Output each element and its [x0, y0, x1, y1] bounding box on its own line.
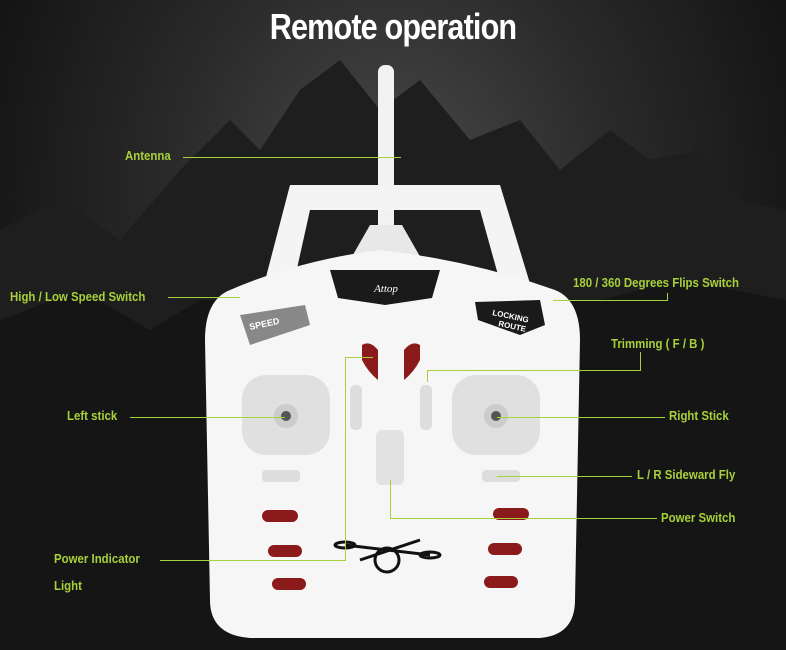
left-stick[interactable]	[242, 375, 330, 455]
power-switch-leader	[390, 480, 391, 518]
right-stick-label: Right Stick	[669, 408, 729, 423]
trimming-leader	[640, 352, 641, 370]
antenna-label: Antenna	[125, 148, 171, 163]
antenna-leader	[183, 157, 401, 158]
trimming-label: Trimming ( F / B )	[611, 336, 705, 351]
sideward-left	[262, 470, 300, 482]
speed-switch	[240, 305, 310, 345]
right-stick[interactable]	[452, 375, 540, 455]
indicator-lights	[262, 343, 529, 590]
right-stick-leader	[497, 417, 665, 418]
trim-right	[420, 385, 432, 430]
flips-leader	[553, 300, 667, 301]
power-indicator-leader	[160, 560, 345, 561]
power-switch-label: Power Switch	[661, 510, 736, 525]
trim-left	[350, 385, 362, 430]
speed-switch-label: High / Low Speed Switch	[10, 289, 146, 304]
drone-icon	[333, 538, 442, 574]
page-title: Remote operation	[269, 6, 517, 47]
logo-plate	[330, 270, 440, 305]
left-stick-label: Left stick	[67, 408, 118, 423]
power-indicator-label: Power Indicator	[54, 551, 140, 566]
speed-leader	[168, 297, 240, 298]
flips-switch-label: 180 / 360 Degrees Flips Switch	[573, 275, 739, 290]
power-indicator-label-line2: Light	[54, 578, 82, 593]
antenna	[350, 65, 422, 260]
left-stick-leader	[130, 417, 285, 418]
locking-route-switch	[475, 300, 545, 335]
power-switch	[376, 430, 404, 485]
sideward-leader	[497, 476, 632, 477]
sideward-label: L / R Sideward Fly	[637, 467, 736, 482]
brand-logo: Attop	[373, 283, 398, 295]
